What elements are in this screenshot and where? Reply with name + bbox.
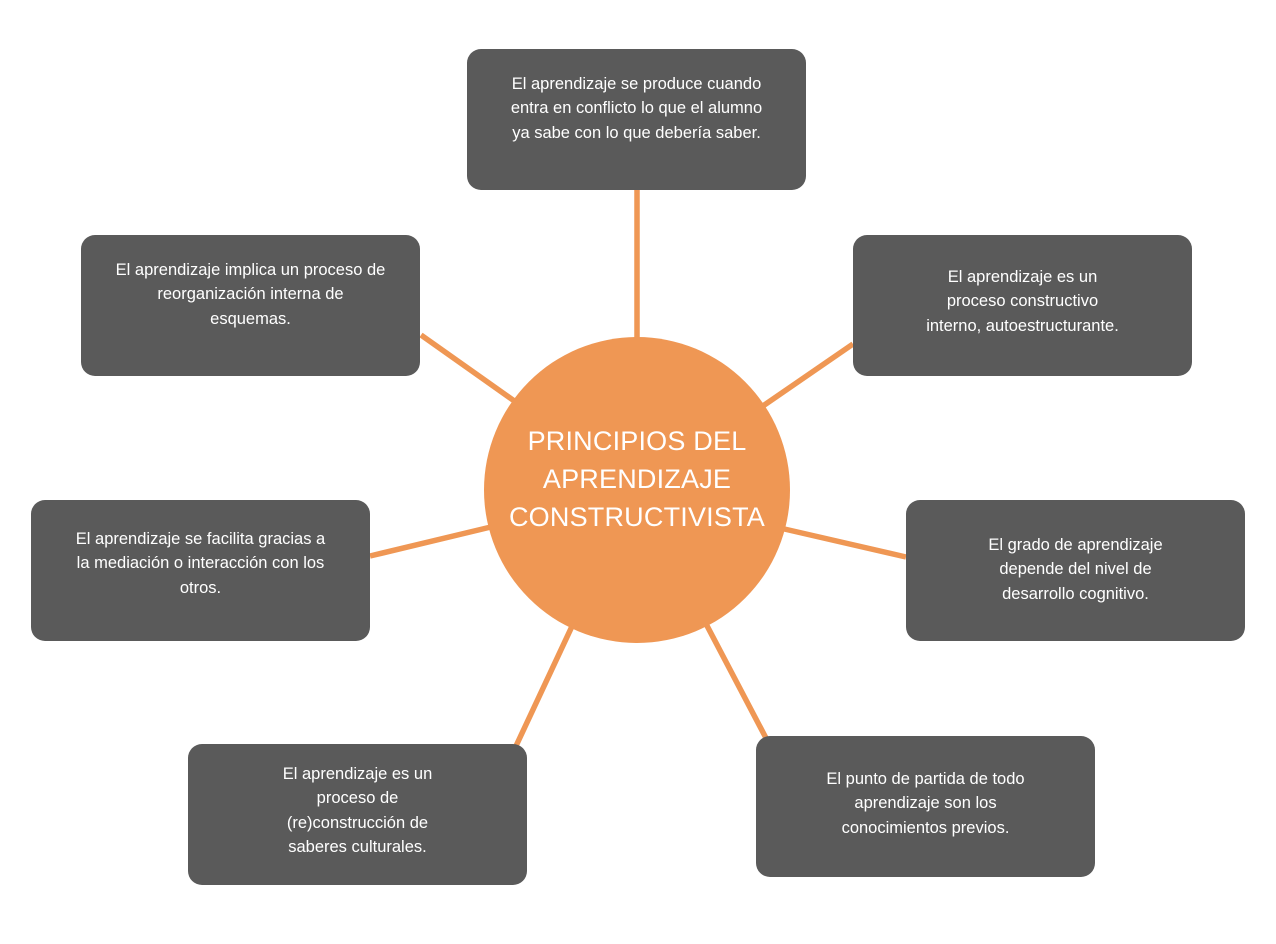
connector-upper-right (758, 341, 855, 411)
connector-right (779, 525, 907, 560)
central-concept-circle: PRINCIPIOS DEL APRENDIZAJE CONSTRUCTIVIS… (484, 337, 790, 643)
principle-node-left: El aprendizaje se facilita gracias a la … (31, 500, 370, 641)
principle-text: El grado de aprendizaje depende del nive… (988, 535, 1163, 603)
principle-node-upper-right: El aprendizaje es un proceso constructiv… (853, 235, 1192, 376)
principle-node-lower-right: El punto de partida de todo aprendizaje … (756, 736, 1095, 877)
principle-node-right: El grado de aprendizaje depende del nive… (906, 500, 1245, 641)
principle-text: El aprendizaje es un proceso de (re)cons… (282, 764, 433, 857)
principle-text: El aprendizaje se produce cuando entra e… (510, 74, 763, 142)
principle-node-lower-left: El aprendizaje es un proceso de (re)cons… (188, 744, 527, 885)
connector-left (369, 523, 496, 559)
central-concept-title: PRINCIPIOS DEL APRENDIZAJE CONSTRUCTIVIS… (508, 426, 765, 532)
principle-node-top: El aprendizaje se produce cuando entra e… (467, 49, 806, 190)
principle-text: El punto de partida de todo aprendizaje … (826, 769, 1025, 837)
connector-lower-right (701, 618, 770, 742)
principle-text: El aprendizaje se facilita gracias a la … (75, 529, 326, 597)
connector-lower-left (513, 620, 577, 748)
principle-text: El aprendizaje implica un proceso de reo… (115, 260, 386, 328)
principle-text: El aprendizaje es un proceso constructiv… (926, 267, 1119, 335)
principle-node-upper-left: El aprendizaje implica un proceso de reo… (81, 235, 420, 376)
connector-upper-left (419, 332, 522, 408)
